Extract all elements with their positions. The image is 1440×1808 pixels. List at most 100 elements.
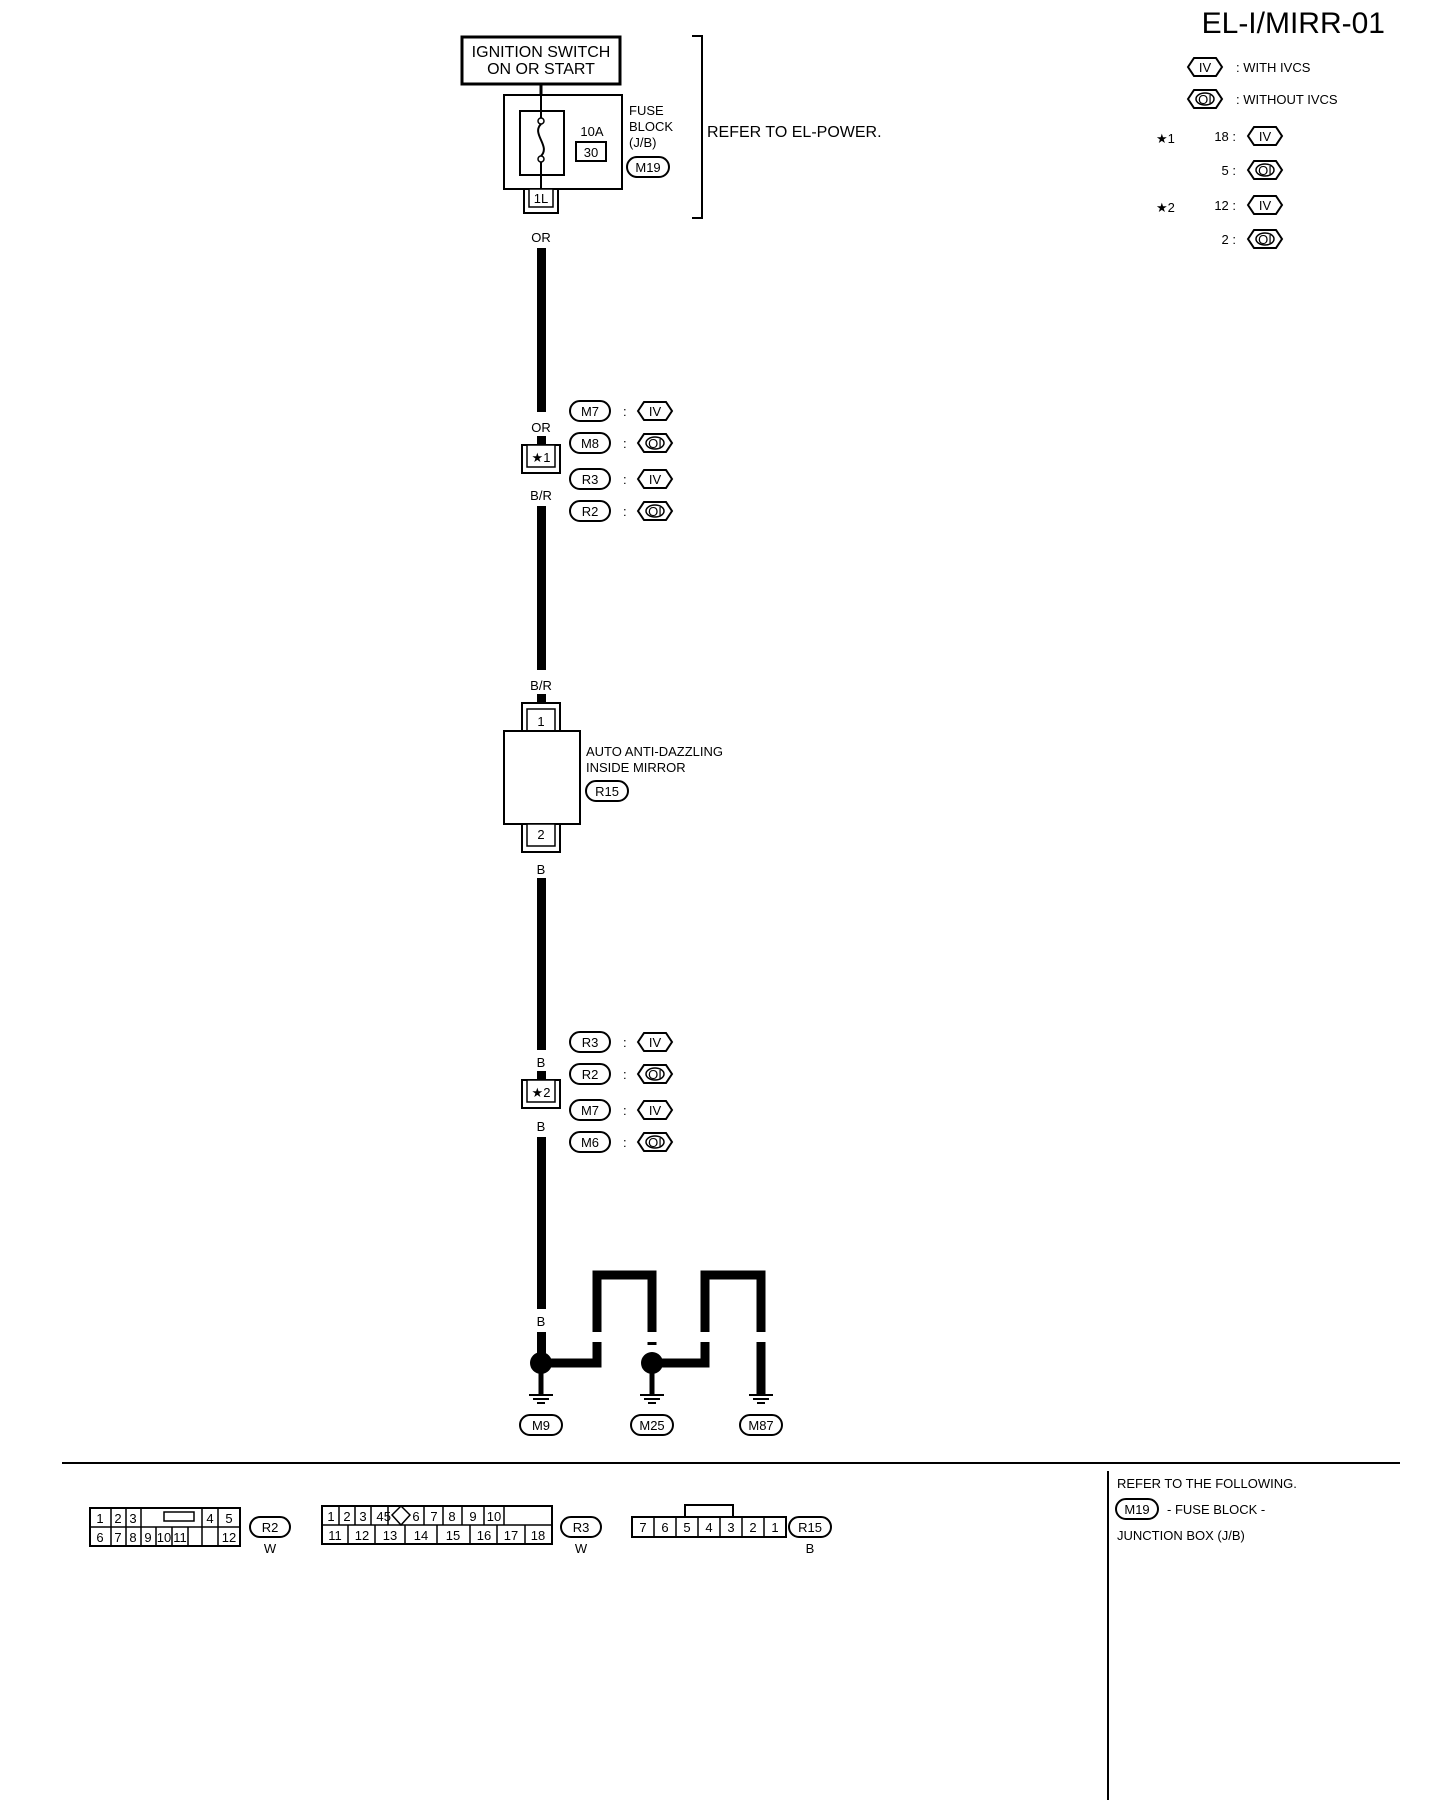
connector-color: W xyxy=(264,1541,277,1556)
wire xyxy=(537,436,546,445)
wire xyxy=(537,1332,546,1360)
legend-star2-iv: 12 : xyxy=(1214,198,1236,213)
svg-text::: : xyxy=(623,504,627,519)
svg-text:14: 14 xyxy=(414,1528,428,1543)
fuse-amp: 10A xyxy=(580,124,603,139)
connector-badge: R3 xyxy=(569,1031,611,1053)
svg-text:IV: IV xyxy=(1259,129,1272,144)
svg-text:5: 5 xyxy=(384,1509,391,1524)
connector-color: W xyxy=(575,1541,588,1556)
wire-color-label: B xyxy=(537,1314,546,1329)
svg-text:4: 4 xyxy=(206,1511,213,1526)
svg-text:2: 2 xyxy=(537,827,544,842)
junction-row: M7 : IV xyxy=(569,1099,674,1121)
connector-color: B xyxy=(806,1541,815,1556)
legend-iv-text: : WITH IVCS xyxy=(1236,60,1311,75)
svg-text:1: 1 xyxy=(327,1509,334,1524)
svg-text:1: 1 xyxy=(537,714,544,729)
svg-text:OI: OI xyxy=(648,1135,662,1150)
svg-text:IV: IV xyxy=(649,1035,662,1050)
connector-badge: R3 xyxy=(569,468,611,490)
svg-text:7: 7 xyxy=(114,1530,121,1545)
wire xyxy=(537,1137,546,1309)
wire xyxy=(537,248,546,412)
connector-badge: R3 xyxy=(560,1516,602,1538)
connector-badge: M7 xyxy=(569,400,611,422)
legend-star2-oi: 2 : xyxy=(1222,232,1236,247)
svg-text:OI: OI xyxy=(1198,92,1212,107)
svg-text:15: 15 xyxy=(446,1528,460,1543)
wire xyxy=(537,878,546,1050)
fuse-number: 30 xyxy=(584,145,598,160)
svg-text:IV: IV xyxy=(649,1103,662,1118)
variant-symbol: IV xyxy=(636,1100,674,1120)
iv-symbol: IV xyxy=(1246,195,1284,215)
svg-text::: : xyxy=(623,472,627,487)
variant-symbol: OI xyxy=(636,1132,674,1152)
legend-oi-text: : WITHOUT IVCS xyxy=(1236,92,1338,107)
wire-color-label: OR xyxy=(531,230,551,245)
variant-symbol: IV xyxy=(636,1032,674,1052)
svg-text:OI: OI xyxy=(648,504,662,519)
svg-text:M25: M25 xyxy=(639,1418,664,1433)
svg-text:6: 6 xyxy=(96,1530,103,1545)
svg-text::: : xyxy=(623,1067,627,1082)
refer-following-text: - FUSE BLOCK - xyxy=(1167,1502,1265,1517)
svg-text:12: 12 xyxy=(222,1530,236,1545)
refer-following-title: REFER TO THE FOLLOWING. xyxy=(1117,1476,1297,1491)
mirror-label: AUTO ANTI-DAZZLING xyxy=(586,744,723,759)
svg-text::: : xyxy=(623,436,627,451)
svg-text:R3: R3 xyxy=(582,1035,599,1050)
junction-row: M6 : OI xyxy=(569,1131,674,1153)
variant-symbol: OI xyxy=(636,501,674,521)
svg-text:M7: M7 xyxy=(581,404,599,419)
mirror-pin-bottom: 2 xyxy=(521,823,561,853)
svg-text:M19: M19 xyxy=(635,160,660,175)
oi-symbol: OI xyxy=(1246,229,1284,249)
svg-text:IGNITION SWITCH: IGNITION SWITCH xyxy=(472,44,611,61)
svg-text:16: 16 xyxy=(477,1528,491,1543)
svg-text:1: 1 xyxy=(771,1520,778,1535)
svg-text:M7: M7 xyxy=(581,1103,599,1118)
svg-text:5: 5 xyxy=(683,1520,690,1535)
refer-bracket xyxy=(692,35,703,219)
fuse-label: FUSE xyxy=(629,103,664,118)
wire-color-label: B/R xyxy=(530,488,552,503)
svg-text:OI: OI xyxy=(1258,163,1272,178)
wire-color-label: B xyxy=(537,862,546,877)
auto-anti-dazzling-mirror xyxy=(503,730,581,825)
svg-text::: : xyxy=(623,1135,627,1150)
svg-text:10: 10 xyxy=(487,1509,501,1524)
ground-connector-badge: M9 xyxy=(519,1414,563,1436)
ignition-switch: IGNITION SWITCH ON OR START xyxy=(460,35,622,86)
svg-text::: : xyxy=(623,1103,627,1118)
wire-color-label: B xyxy=(757,1314,766,1329)
connector-badge: R15 xyxy=(788,1516,832,1538)
svg-text:12: 12 xyxy=(355,1528,369,1543)
junction-connector: ★1 xyxy=(521,444,561,474)
mirror-pin-top: 1 xyxy=(521,702,561,732)
oi-symbol: OI xyxy=(1246,160,1284,180)
svg-text:M9: M9 xyxy=(532,1418,550,1433)
wire-color-label: B xyxy=(593,1314,602,1329)
connector-r15: 7 6 5 4 3 2 1 xyxy=(631,1504,787,1538)
svg-text:R3: R3 xyxy=(573,1520,590,1535)
connector-badge: R15 xyxy=(585,780,629,802)
connector-badge: R2 xyxy=(569,500,611,522)
svg-text:OI: OI xyxy=(1258,232,1272,247)
oi-symbol: OI xyxy=(1186,89,1224,109)
svg-text:2: 2 xyxy=(749,1520,756,1535)
ground-connector-badge: M87 xyxy=(739,1414,783,1436)
fuse-terminal: 1L xyxy=(523,188,559,214)
wire-color-label: B xyxy=(537,1055,546,1070)
fuse-label: (J/B) xyxy=(629,135,656,150)
svg-text:10: 10 xyxy=(157,1530,171,1545)
svg-text:M87: M87 xyxy=(748,1418,773,1433)
junction1-rows: M7 : IV M8 : OI R3 : IV R2 : OI xyxy=(569,400,674,522)
svg-text:ON OR START: ON OR START xyxy=(487,61,595,78)
svg-text:IV: IV xyxy=(1259,198,1272,213)
svg-text:4: 4 xyxy=(376,1509,383,1524)
connector-badge: M8 xyxy=(569,432,611,454)
junction-row: R2 : OI xyxy=(569,500,674,522)
variant-symbol: OI xyxy=(636,1064,674,1084)
